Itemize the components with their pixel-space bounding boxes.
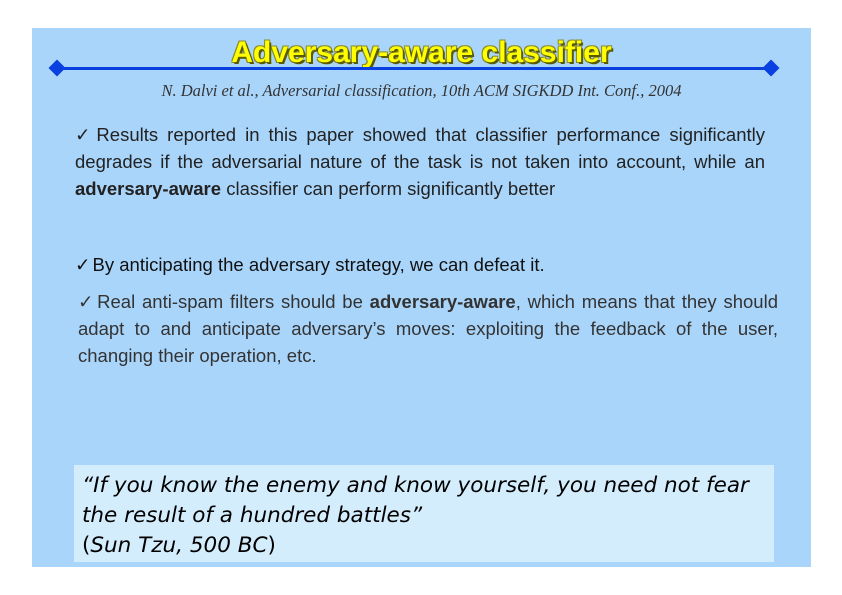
attribution-open: ( xyxy=(82,533,91,558)
check-icon: ✓ xyxy=(78,291,96,312)
citation: N. Dalvi et al., Adversarial classificat… xyxy=(161,81,682,100)
quote-box: “If you know the enemy and know yourself… xyxy=(74,465,774,562)
slide-title: Adversary-aware classifier xyxy=(231,36,612,69)
check-icon: ✓ xyxy=(75,124,95,145)
paragraph1-after: classifier can perform significantly bet… xyxy=(221,178,556,199)
paragraph1-before: Results reported in this paper showed th… xyxy=(75,124,765,172)
bullet-paragraph-anti-spam: ✓Real anti-spam filters should be advers… xyxy=(78,288,778,369)
quote-attribution: (Sun Tzu, 500 BC) xyxy=(82,531,276,561)
title-rule xyxy=(60,67,772,70)
paragraph2-text: By anticipating the adversary strategy, … xyxy=(92,254,545,275)
bullet-paragraph-anticipating: ✓By anticipating the adversary strategy,… xyxy=(75,253,775,277)
paragraph3-after: , which means that they should adapt to … xyxy=(78,291,778,366)
paragraph3-before: Real anti-spam filters should be xyxy=(97,291,370,312)
paragraph3-bold: adversary-aware xyxy=(369,291,516,312)
slide: Adversary-aware classifier N. Dalvi et a… xyxy=(32,28,811,567)
paragraph1-bold: adversary-aware xyxy=(75,178,222,199)
quote-text: “If you know the enemy and know yourself… xyxy=(82,473,749,528)
attribution-close: ) xyxy=(267,533,276,558)
attribution-author: Sun Tzu, 500 BC xyxy=(90,533,268,558)
bullet-paragraph-results: ✓Results reported in this paper showed t… xyxy=(75,121,765,202)
check-icon: ✓ xyxy=(75,254,91,275)
